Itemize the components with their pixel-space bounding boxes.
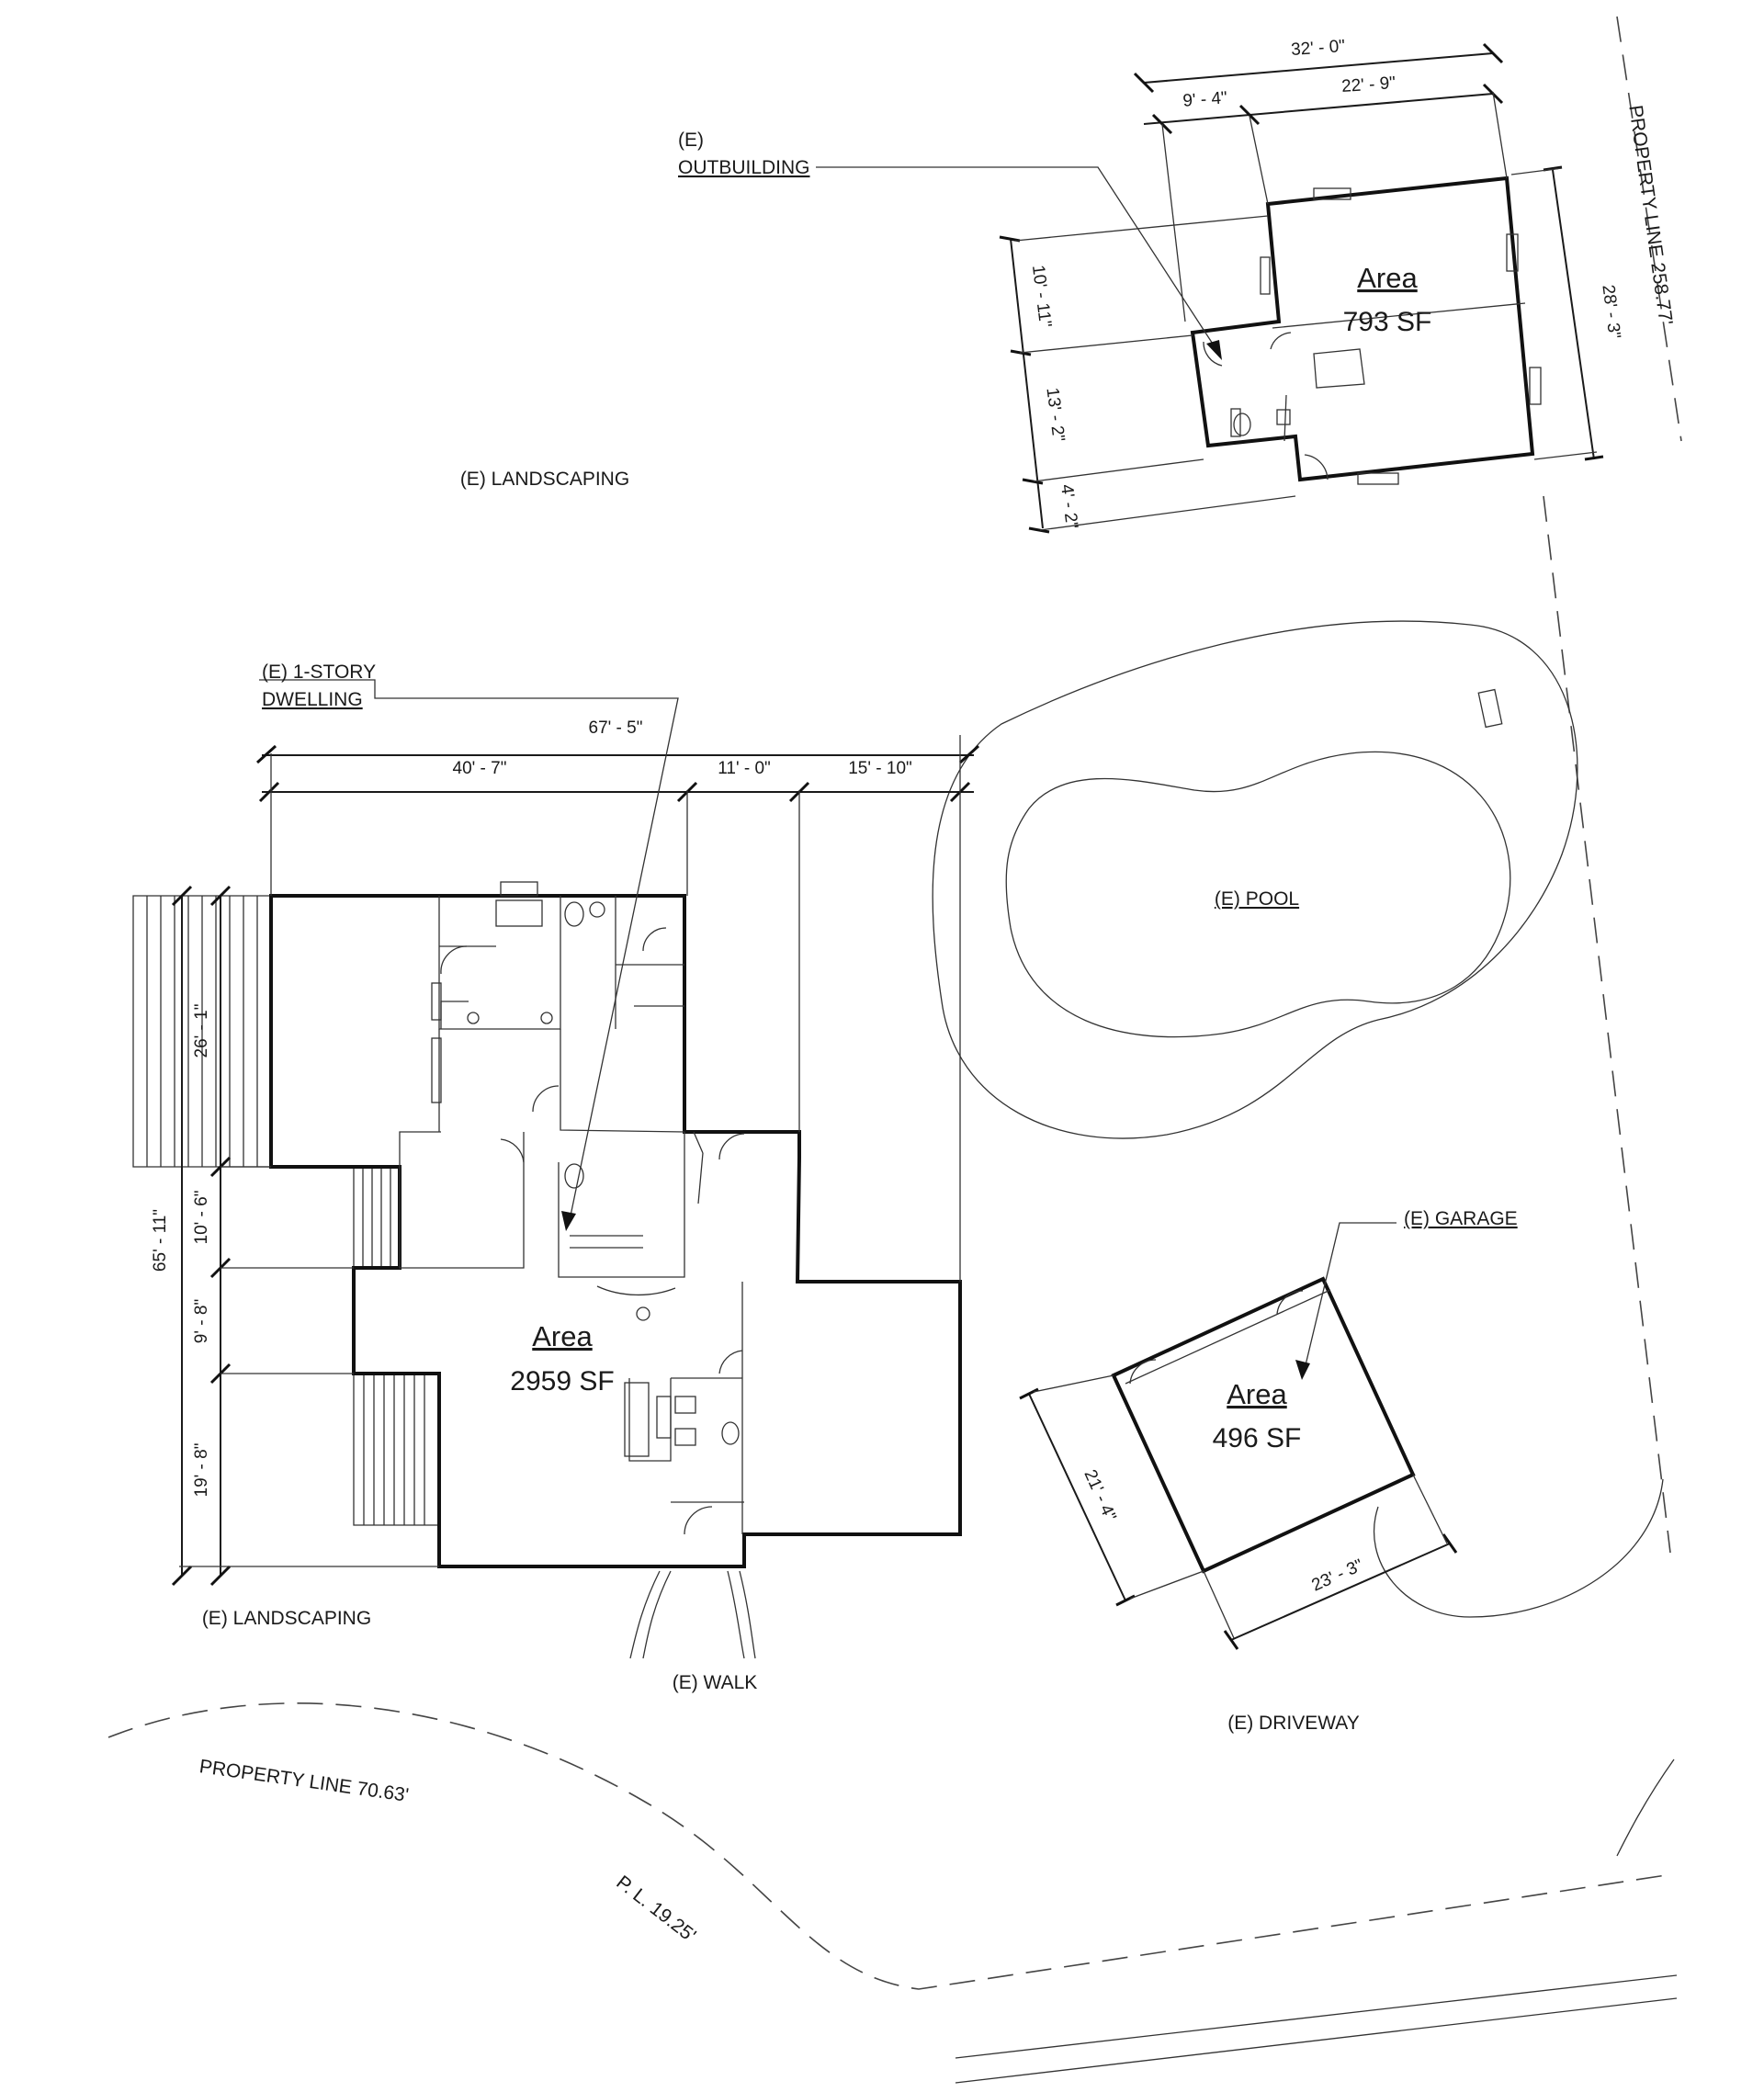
outbuilding-dim-v2: 13' - 2" xyxy=(1042,387,1068,443)
property-line-south: PROPERTY LINE 70.63' xyxy=(198,1756,411,1806)
outbuilding xyxy=(1190,175,1542,485)
dwelling-area-title: Area xyxy=(532,1320,593,1352)
outbuilding-label-line2: OUTBUILDING xyxy=(678,157,810,178)
dwelling-dim-total-depth: 65' - 11" xyxy=(151,1209,170,1272)
property-lines xyxy=(107,16,1682,2084)
outbuilding-dim-depth: 28' - 3" xyxy=(1598,284,1623,340)
property-line-east: PROPERTY LINE 258.77' xyxy=(1624,104,1676,326)
dwelling xyxy=(132,881,962,1659)
dwelling-label-line2: DWELLING xyxy=(262,689,363,710)
walk-path xyxy=(629,1570,756,1659)
dwelling-label-line1: (E) 1-STORY xyxy=(262,662,376,683)
landscaping-south: (E) LANDSCAPING xyxy=(202,1608,371,1629)
outbuilding-dim-v1: 10' - 11" xyxy=(1028,264,1055,328)
dwelling-dim-w1: 40' - 7" xyxy=(453,759,507,778)
outbuilding-dim-right: 22' - 9" xyxy=(1340,74,1396,96)
dwelling-dim-total-width: 67' - 5" xyxy=(589,718,643,738)
dwelling-leader xyxy=(259,679,679,1231)
garage-area-title: Area xyxy=(1227,1378,1287,1410)
dwelling-dim-d-top: 26' - 1" xyxy=(192,1004,211,1058)
landscaping-north: (E) LANDSCAPING xyxy=(460,469,629,490)
outbuilding-leader xyxy=(816,166,1222,360)
dwelling-vertical-dimensions xyxy=(171,885,439,1587)
dwelling-dim-w2: 11' - 0" xyxy=(718,759,771,778)
south-deck xyxy=(353,1166,440,1526)
driveway-label: (E) DRIVEWAY xyxy=(1227,1713,1360,1734)
dwelling-dim-d2: 10' - 6" xyxy=(192,1191,211,1245)
outbuilding-area-title: Area xyxy=(1357,262,1418,294)
pool xyxy=(932,620,1664,1618)
dwelling-dim-d4: 19' - 8" xyxy=(192,1443,211,1498)
dwelling-area-value: 2959 SF xyxy=(510,1366,614,1397)
outbuilding-label-line1: (E) xyxy=(678,130,704,151)
garage-dimensions xyxy=(1019,1374,1458,1650)
pool-label: (E) POOL xyxy=(1215,888,1299,910)
outbuilding-dim-v3: 4' - 2" xyxy=(1057,483,1081,530)
outbuilding-dim-left: 9' - 4" xyxy=(1182,88,1228,110)
garage-label: (E) GARAGE xyxy=(1404,1208,1518,1229)
dwelling-dim-w3: 15' - 10" xyxy=(848,759,912,778)
outbuilding-dimensions xyxy=(999,42,1604,534)
labels: (E) OUTBUILDING Area 793 SF 32' - 0" 9' … xyxy=(151,37,1677,1947)
outbuilding-area-value: 793 SF xyxy=(1343,307,1432,337)
dwelling-dim-d3: 9' - 8" xyxy=(192,1299,211,1343)
walk-label: (E) WALK xyxy=(673,1672,758,1693)
outbuilding-dim-total-width: 32' - 0" xyxy=(1290,37,1345,60)
garage-dim-front: 23' - 3" xyxy=(1309,1555,1366,1595)
fixtures xyxy=(431,881,740,1457)
dwelling-horizontal-dimensions xyxy=(255,735,980,1282)
property-line-corner: P. L. 19.25' xyxy=(612,1871,699,1946)
door-swings xyxy=(440,927,745,1535)
garage-leader xyxy=(1295,1222,1396,1380)
garage-area-value: 496 SF xyxy=(1213,1423,1302,1453)
